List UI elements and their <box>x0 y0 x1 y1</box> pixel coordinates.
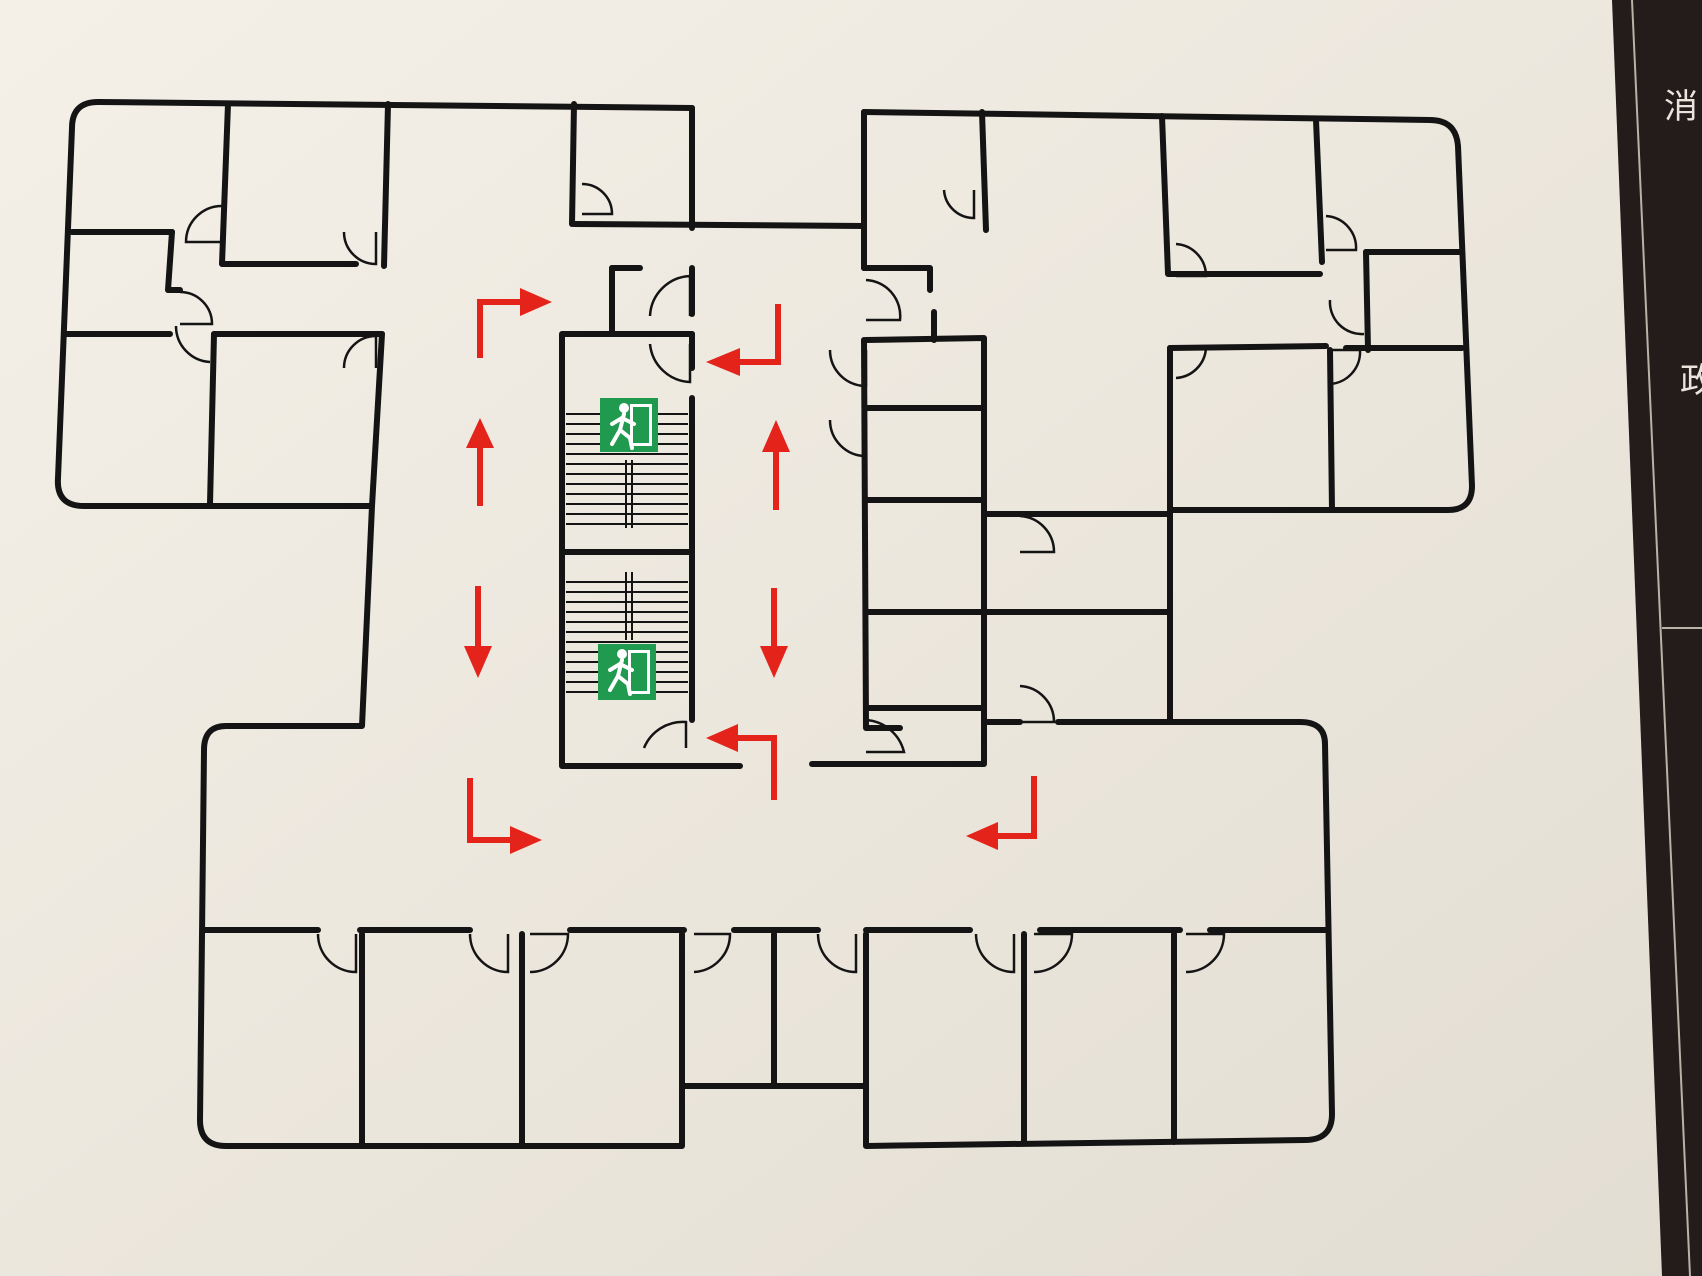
door-swings <box>174 182 1365 974</box>
door-swing <box>184 204 223 244</box>
door-swing <box>529 932 570 974</box>
evacuation-arrow-icon <box>998 776 1037 839</box>
door-swing <box>1175 346 1208 380</box>
door-swing <box>974 933 1016 974</box>
running-man-exit-icon <box>600 398 658 452</box>
door-swing <box>816 933 858 974</box>
door-swing <box>1033 932 1074 974</box>
door-swing <box>828 419 868 458</box>
door-swing <box>581 182 614 216</box>
door-swing <box>1019 514 1056 554</box>
walls <box>54 99 1475 1149</box>
door-swing <box>342 334 378 369</box>
door-swing <box>642 720 688 749</box>
evacuation-arrows <box>464 288 1037 854</box>
door-swing <box>865 718 906 754</box>
door-swing <box>942 189 976 220</box>
door-swing <box>174 325 211 364</box>
door-swing <box>1325 214 1358 252</box>
door-swing <box>1185 932 1226 974</box>
side-panel: 消 政 <box>1612 0 1702 1276</box>
side-panel-char-1: 消 <box>1664 87 1698 127</box>
running-man-exit-icon <box>598 644 656 700</box>
door-swing <box>316 933 358 974</box>
evacuation-arrow-icon <box>738 735 777 800</box>
door-swing <box>342 231 378 266</box>
door-swing <box>648 274 692 317</box>
door-swing <box>648 343 692 384</box>
door-swing <box>1175 242 1208 278</box>
evacuation-arrow-icon <box>477 299 520 358</box>
side-panel-char-2: 政 <box>1680 361 1702 401</box>
door-swing <box>1328 299 1365 336</box>
door-swing <box>828 349 868 388</box>
door-swing <box>1327 348 1362 386</box>
door-swing <box>865 278 902 322</box>
evacuation-arrow-icon <box>740 304 781 365</box>
door-swing <box>693 932 732 974</box>
door-swing <box>179 290 214 326</box>
evacuation-arrow-icon <box>467 778 510 843</box>
door-swing <box>1019 684 1056 724</box>
door-swing <box>468 933 510 974</box>
